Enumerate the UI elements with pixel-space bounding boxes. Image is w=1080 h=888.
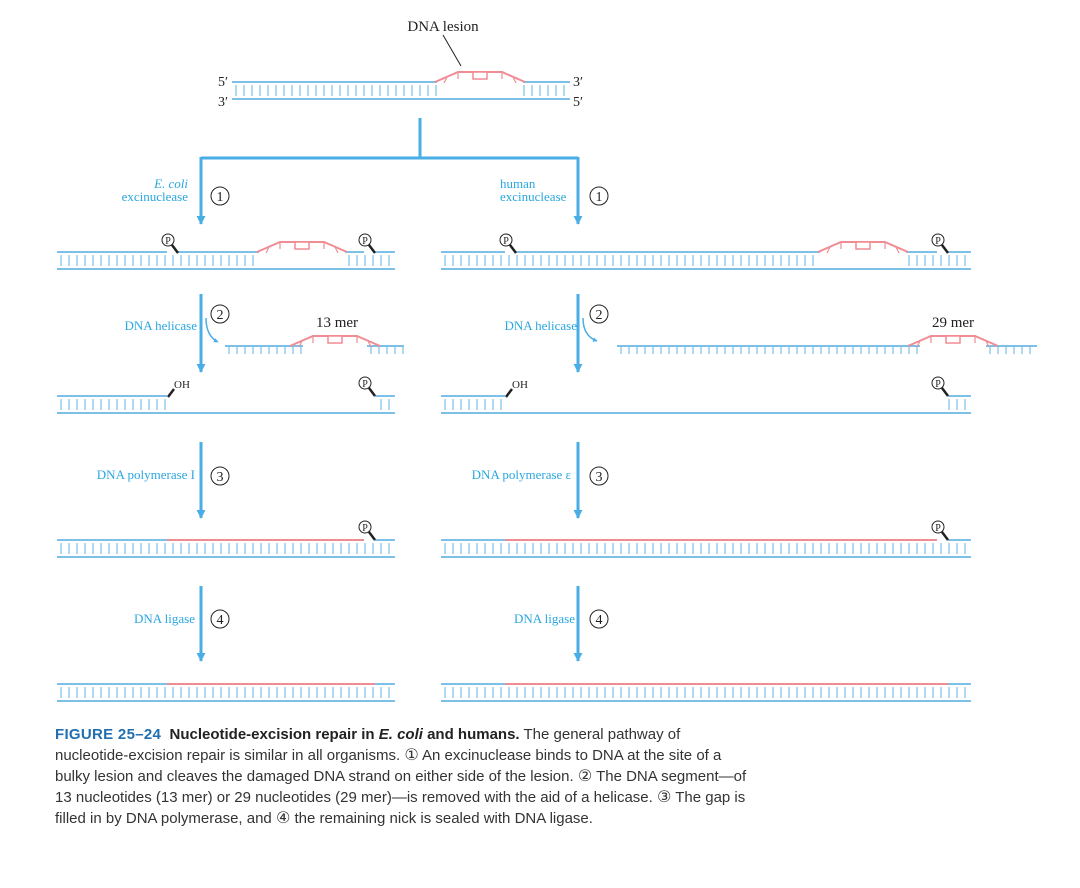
- right-ligase-label: DNA ligase: [514, 611, 575, 626]
- right-step1-number: 1: [596, 190, 603, 205]
- figure-title: Nucleotide-excision repair in E. coli an…: [170, 726, 520, 743]
- ner-diagram: DNA lesion 5′ 3′ 3′ 5′ E. coli excinucle…: [57, 19, 1037, 702]
- left-repaired-dna: [57, 683, 395, 702]
- top-right-3prime: 3′: [573, 75, 583, 90]
- left-phosphate-3: P: [358, 376, 376, 397]
- left-polymerase-label: DNA polymerase I: [97, 467, 195, 482]
- lesion-label: DNA lesion: [407, 19, 479, 35]
- right-fragment-label: 29 mer: [932, 315, 974, 331]
- figure-title-part1: Nucleotide-excision repair in: [169, 726, 379, 743]
- caption-text-5: the remaining nick is sealed with DNA li…: [290, 810, 593, 827]
- caption-text-4: The gap is filled in by DNA polymerase, …: [55, 789, 746, 827]
- svg-text:P: P: [362, 523, 368, 534]
- caption-step3: ③: [656, 789, 672, 806]
- left-filled-dna: [57, 539, 395, 558]
- right-repaired-dna: [441, 683, 971, 702]
- svg-text:P: P: [362, 379, 368, 390]
- right-phosphate-2: P: [931, 233, 949, 254]
- right-step1-circle: [589, 186, 609, 206]
- figure-number: FIGURE 25–24: [55, 726, 162, 743]
- left-excinuclease-organism: E. coli: [153, 176, 188, 191]
- figure-caption: FIGURE 25–24 Nucleotide-excision repair …: [55, 724, 755, 829]
- right-pathway: human excinuclease 1 P P DNA helicase 2 …: [441, 176, 1037, 702]
- right-phosphate-3: P: [931, 376, 949, 397]
- right-excinuclease-organism: human: [500, 176, 536, 191]
- right-incised-dna: [441, 241, 971, 270]
- left-step1-number: 1: [217, 190, 224, 205]
- right-phosphate-1: P: [499, 233, 517, 254]
- caption-text-1: The general pathway of nucleotide-excisi…: [55, 726, 681, 764]
- left-oh-bond: [167, 388, 175, 398]
- caption-step1: ①: [404, 747, 419, 764]
- svg-text:P: P: [935, 379, 941, 390]
- svg-text:P: P: [503, 236, 509, 247]
- original-dna-duplex: [232, 71, 570, 100]
- right-gapped-dna: [441, 395, 971, 414]
- lesion-pointer: [442, 34, 462, 67]
- figure-title-italic: E. coli: [378, 726, 423, 743]
- right-excinuclease-label: excinuclease: [500, 189, 567, 204]
- left-helicase-curve-arrow: [205, 317, 219, 343]
- bottom-right-5prime: 5′: [573, 95, 583, 110]
- left-oh-label: OH: [174, 379, 190, 391]
- right-step3-circle: [589, 466, 609, 486]
- right-excised-fragment: [617, 335, 1037, 354]
- left-step1-circle: [210, 186, 230, 206]
- caption-step2: ②: [577, 768, 593, 785]
- left-pathway: E. coli excinuclease 1 P P DNA helicase …: [57, 176, 404, 702]
- left-ligase-label: DNA ligase: [134, 611, 195, 626]
- caption-text-2: An excinuclease binds to DNA at the site…: [55, 747, 722, 785]
- left-step2-number: 2: [217, 308, 224, 323]
- caption-step4: ④: [275, 810, 291, 827]
- right-oh-bond: [505, 388, 513, 398]
- right-step3-number: 3: [596, 470, 603, 485]
- branch-connector: [196, 118, 583, 225]
- right-step2-circle: [589, 304, 609, 324]
- left-excinuclease-label: excinuclease: [122, 189, 189, 204]
- left-phosphate-1: P: [161, 233, 179, 254]
- top-left-5prime: 5′: [218, 75, 228, 90]
- left-phosphate-4: P: [358, 520, 376, 541]
- right-phosphate-4: P: [931, 520, 949, 541]
- svg-text:P: P: [935, 236, 941, 247]
- right-step4-circle: [589, 609, 609, 629]
- right-helicase-curve-arrow: [582, 317, 598, 342]
- left-phosphate-2: P: [358, 233, 376, 254]
- bottom-left-3prime: 3′: [218, 95, 228, 110]
- left-excised-fragment: [225, 335, 404, 354]
- figure-title-part2: and humans.: [422, 726, 520, 743]
- left-step3-number: 3: [217, 470, 224, 485]
- left-gapped-dna: [57, 395, 395, 414]
- right-helicase-label: DNA helicase: [504, 318, 577, 333]
- left-incised-dna: [57, 241, 395, 270]
- left-step2-circle: [210, 304, 230, 324]
- svg-text:P: P: [935, 523, 941, 534]
- svg-text:P: P: [165, 236, 171, 247]
- left-helicase-label: DNA helicase: [124, 318, 197, 333]
- caption-text-3: The DNA segment—of 13 nucleotides (13 me…: [55, 768, 747, 806]
- right-filled-dna: [441, 539, 971, 558]
- left-fragment-label: 13 mer: [316, 315, 358, 331]
- right-polymerase-label: DNA polymerase ε: [472, 467, 572, 482]
- svg-text:P: P: [362, 236, 368, 247]
- right-oh-label: OH: [512, 379, 528, 391]
- right-step4-number: 4: [596, 613, 603, 628]
- left-step4-number: 4: [217, 613, 224, 628]
- left-step4-circle: [210, 609, 230, 629]
- right-step2-number: 2: [596, 308, 603, 323]
- left-step3-circle: [210, 466, 230, 486]
